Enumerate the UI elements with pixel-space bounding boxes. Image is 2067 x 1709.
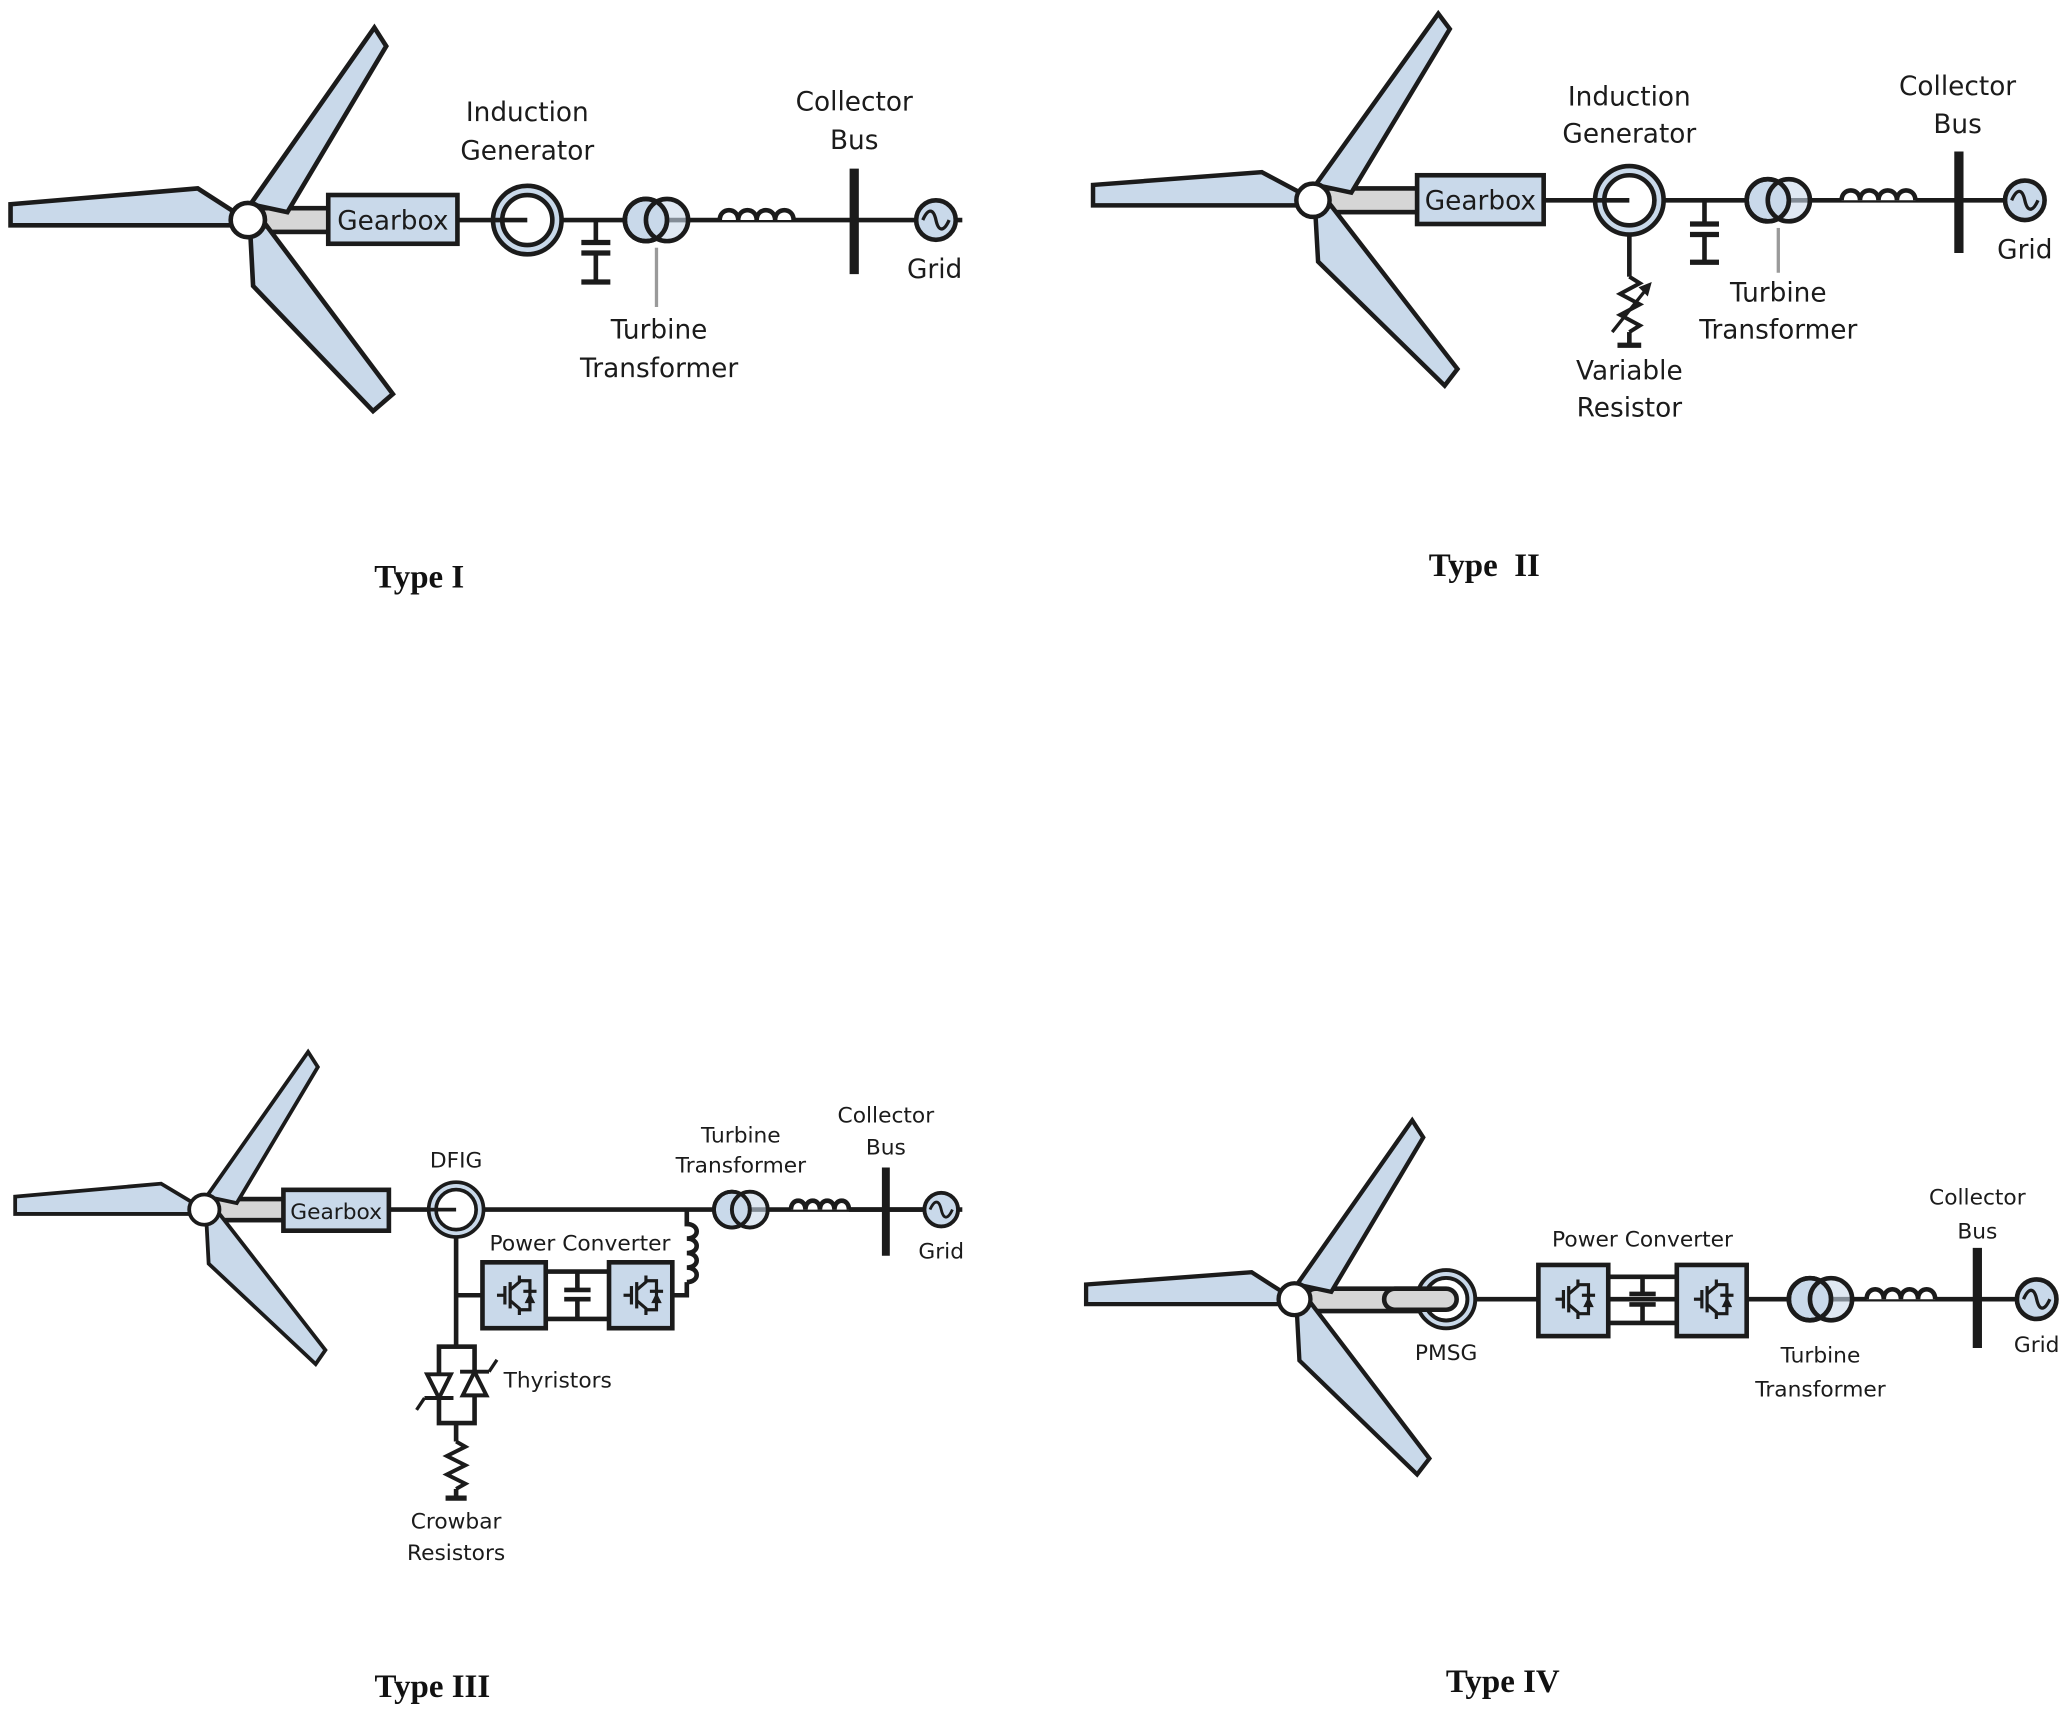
type3-grid-label: Grid (918, 1239, 964, 1264)
type3-converter-out (672, 1282, 690, 1298)
type1-bus-label-2: Bus (830, 126, 879, 156)
type4-bus-label-2: Bus (1957, 1220, 1997, 1245)
type3-caption: Type III (375, 1669, 491, 1705)
diagram-type-2: Gearbox Induction Generator Variable Res… (1090, 9, 2052, 584)
type4-shaft-end (1381, 1286, 1459, 1313)
type1-generator-label-1: Induction (466, 98, 589, 128)
type1-transformer-label-2: Transformer (579, 354, 738, 384)
type3-crowbar-label-1: Crowbar (411, 1509, 502, 1534)
type3-rotor-icon (13, 1048, 328, 1367)
type1-generator-label-2: Generator (460, 136, 594, 166)
type2-caption: Type II (1429, 548, 1540, 584)
type4-dc-capacitor-icon (1629, 1276, 1656, 1323)
type3-crowbar-label-2: Resistors (407, 1541, 505, 1566)
type1-capacitor-icon (581, 220, 611, 285)
type4-grid-label: Grid (2014, 1333, 2060, 1358)
type2-inductor-icon (1839, 188, 1918, 201)
type3-crowbar-resistor-icon (442, 1423, 470, 1501)
type2-resistor-label-1: Variable (1576, 356, 1683, 386)
type2-gearbox-label: Gearbox (1425, 187, 1536, 217)
type3-transformer-icon (711, 1189, 770, 1230)
type1-generator-icon (493, 186, 562, 255)
type2-variable-resistor-icon (1610, 234, 1652, 348)
type2-capacitor-icon (1689, 200, 1719, 265)
type4-grid-icon (2017, 1279, 2057, 1319)
type2-grid-label: Grid (1997, 235, 2052, 265)
type1-transformer-icon (625, 199, 688, 241)
type3-converter-label: Power Converter (490, 1231, 671, 1256)
type4-bus-label-1: Collector (1929, 1185, 2026, 1210)
type3-converter-cell-2 (606, 1260, 675, 1331)
type1-gearbox-label: Gearbox (337, 206, 448, 236)
type3-inductor-icon (788, 1198, 852, 1210)
type4-pmsg-label: PMSG (1415, 1341, 1478, 1366)
type3-gearbox (281, 1187, 392, 1233)
type2-bus-label-1: Collector (1899, 72, 2016, 102)
type1-gearbox (325, 192, 460, 247)
type1-bus-label-1: Collector (796, 88, 913, 118)
type2-generator-label-1: Induction (1568, 82, 1691, 112)
type2-grid-icon (2005, 181, 2045, 221)
type3-transformer-label-2: Transformer (675, 1154, 807, 1179)
type2-gearbox (1414, 172, 1546, 227)
type4-converter-cell-1 (1536, 1262, 1611, 1339)
type2-rotor-icon (1090, 9, 1461, 389)
type4-inductor-icon (1864, 1287, 1938, 1300)
type4-transformer-label-1: Turbine (1780, 1343, 1861, 1368)
type1-grid-icon (916, 200, 956, 240)
type1-caption: Type I (374, 560, 464, 596)
type4-transformer-icon (1789, 1278, 1852, 1320)
type3-bus-label-2: Bus (866, 1135, 906, 1160)
type3-dc-capacitor-icon (564, 1271, 591, 1319)
type3-grid-side-inductor-icon (684, 1209, 699, 1285)
type2-transformer-label-2: Transformer (1698, 316, 1857, 346)
diagram-type-3: Gearbox DFIG Power Converter (13, 1048, 964, 1705)
type4-rotor-icon (1083, 1116, 1433, 1478)
type3-bus-label-1: Collector (838, 1104, 935, 1129)
type2-generator-icon (1595, 166, 1664, 235)
type3-gearbox-label: Gearbox (290, 1200, 382, 1225)
type2-transformer-label-1: Turbine (1729, 279, 1827, 309)
type3-converter-cell-1 (480, 1260, 549, 1331)
type1-transformer-label-1: Turbine (610, 316, 708, 346)
type2-transformer-icon (1747, 179, 1810, 221)
type3-dfig-icon (426, 1180, 486, 1239)
type4-converter-label: Power Converter (1552, 1228, 1733, 1253)
type3-grid-icon (922, 1190, 960, 1229)
diagram-type-4: PMSG Power Converter Turbine Transformer… (1083, 1116, 2060, 1700)
type4-caption: Type IV (1446, 1664, 1560, 1700)
type1-grid-label: Grid (907, 255, 962, 285)
type2-bus-label-2: Bus (1933, 110, 1982, 140)
type3-dfig-label: DFIG (430, 1148, 483, 1173)
type2-resistor-label-2: Resistor (1577, 393, 1683, 423)
type3-transformer-label-1: Turbine (700, 1123, 781, 1148)
type1-inductor-icon (717, 207, 796, 221)
type2-generator-label-2: Generator (1562, 119, 1696, 149)
type4-converter-cell-2 (1674, 1262, 1749, 1339)
type3-thyristors-label: Thyristors (503, 1368, 612, 1393)
type3-thyristor-icon (415, 1344, 499, 1426)
diagram-type-1: Gearbox Induction Generator Turbine Tran… (11, 28, 963, 596)
type4-transformer-label-2: Transformer (1754, 1378, 1886, 1403)
